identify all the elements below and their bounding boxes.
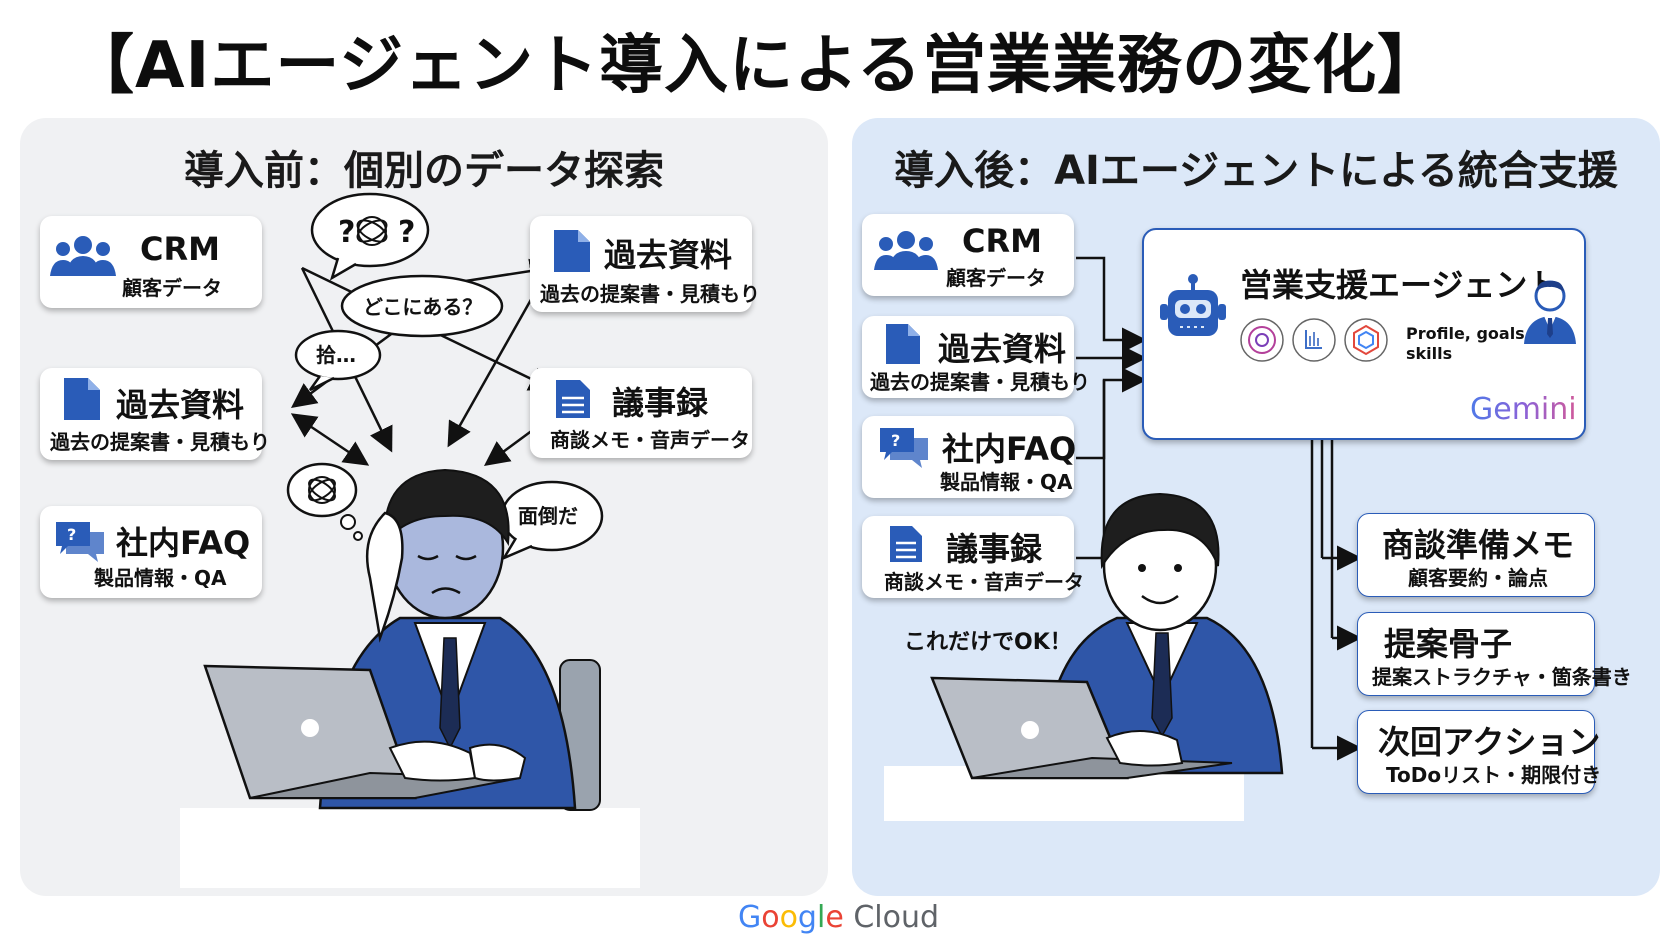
svg-text:?: ? — [338, 215, 355, 250]
question-bubble: ? ? — [310, 192, 430, 281]
stressed-person-illustration — [180, 468, 640, 888]
card-title: 商談準備メモ — [1382, 526, 1575, 564]
svg-text:拾…: 拾… — [316, 343, 356, 367]
sales-agent-box[interactable]: 営業支援エージェント Profile, goals, skills Gemini — [1142, 228, 1586, 440]
card-sub: 顧客データ — [122, 276, 222, 300]
card-title: 議事録 — [612, 384, 709, 422]
after-card-crm[interactable]: CRM 顧客データ — [862, 214, 1074, 296]
before-card-past-docs-right[interactable]: 過去資料 過去の提案書・見積もり — [530, 216, 760, 312]
tool-icon-1 — [1240, 318, 1284, 362]
agent-tool-icons — [1240, 318, 1388, 362]
card-sub: 過去の提案書・見積もり — [540, 282, 760, 306]
users-icon — [874, 231, 938, 270]
minutes-document-icon — [556, 380, 590, 418]
main-title: 【AIエージェント導入による営業業務の変化】 — [70, 29, 1443, 103]
google-wordmark: Google — [737, 900, 844, 935]
document-icon — [886, 324, 920, 364]
card-title: 過去資料 — [938, 330, 1067, 368]
card-title: 過去資料 — [116, 386, 245, 424]
svg-text:?: ? — [67, 525, 76, 544]
card-title: CRM — [962, 222, 1042, 260]
faq-chat-icon: ? — [880, 428, 928, 468]
card-sub: 過去の提案書・見積もり — [870, 370, 1090, 394]
document-icon — [554, 230, 590, 272]
after-card-faq[interactable]: ? 社内FAQ 製品情報・QA — [862, 416, 1077, 498]
thought-bubble — [286, 462, 363, 541]
google-cloud-logo: Google Cloud — [0, 900, 1677, 935]
card-title: CRM — [140, 230, 220, 268]
before-card-past-docs-left[interactable]: 過去資料 過去の提案書・見積もり — [40, 368, 270, 460]
svg-text:どこにある？: どこにある？ — [363, 295, 482, 319]
hiro-bubble: 拾… — [294, 329, 382, 392]
card-title: 過去資料 — [604, 236, 733, 274]
after-card-minutes[interactable]: 議事録 商談メモ・音声データ — [862, 516, 1084, 598]
card-sub: 製品情報・QA — [940, 470, 1073, 494]
before-card-faq[interactable]: ? 社内FAQ 製品情報・QA — [40, 506, 262, 598]
where-bubble: どこにある？ — [340, 274, 504, 338]
panel-before-title: 導入前：個別のデータ探索 — [184, 148, 664, 194]
output-card-proposal-outline[interactable]: 提案骨子 提案ストラクチャ・箇条書き — [1357, 612, 1632, 696]
agent-profile-text: Profile, goals, skills — [1406, 324, 1531, 363]
happy-person-illustration — [884, 492, 1284, 821]
card-sub: 顧客要約・論点 — [1408, 566, 1548, 590]
card-sub: 過去の提案書・見積もり — [50, 430, 270, 454]
card-title: 社内FAQ — [116, 524, 251, 562]
card-sub: 顧客データ — [946, 266, 1046, 290]
minutes-document-icon — [890, 526, 922, 562]
card-sub: 製品情報・QA — [94, 566, 227, 590]
before-illustration: ? ? どこにある？ 拾… 面倒だ — [180, 192, 640, 888]
after-card-past-docs[interactable]: 過去資料 過去の提案書・見積もり — [862, 316, 1090, 398]
users-icon — [50, 236, 116, 276]
card-sub: 商談メモ・音声データ — [550, 428, 750, 452]
output-connectors — [1310, 438, 1362, 761]
document-icon — [64, 378, 100, 420]
card-title: 社内FAQ — [942, 430, 1077, 468]
svg-text:?: ? — [891, 431, 900, 450]
svg-text:面倒だ: 面倒だ — [518, 504, 578, 528]
before-card-minutes[interactable]: 議事録 商談メモ・音声データ — [530, 368, 752, 458]
ok-caption: これだけでOK！ — [904, 630, 1072, 655]
before-card-crm[interactable]: CRM 顧客データ — [40, 216, 262, 308]
business-person-icon — [1524, 280, 1576, 344]
card-title: 提案骨子 — [1384, 625, 1513, 663]
svg-text:?: ? — [398, 215, 415, 250]
card-title: 次回アクション — [1378, 723, 1601, 761]
after-illustration — [884, 256, 1362, 821]
tool-icon-2 — [1292, 318, 1336, 362]
agent-title: 営業支援エージェント — [1240, 266, 1560, 304]
robot-icon — [1160, 274, 1226, 336]
tool-icon-3 — [1344, 318, 1388, 362]
output-card-next-action[interactable]: 次回アクション ToDoリスト・期限付き — [1357, 710, 1601, 794]
card-sub: 商談メモ・音声データ — [884, 570, 1084, 594]
gemini-logo: Gemini — [1470, 392, 1577, 427]
mendou-bubble: 面倒だ — [500, 480, 604, 561]
card-sub: 提案ストラクチャ・箇条書き — [1372, 665, 1632, 689]
panel-after-title: 導入後：AIエージェントによる統合支援 — [894, 148, 1618, 194]
card-sub: ToDoリスト・期限付き — [1386, 763, 1602, 787]
output-card-meeting-prep[interactable]: 商談準備メモ 顧客要約・論点 — [1357, 513, 1595, 597]
panel-before: 導入前：個別のデータ探索 ? ? — [20, 118, 828, 896]
panel-after: 導入後：AIエージェントによる統合支援 — [852, 118, 1660, 896]
cloud-wordmark: Cloud — [853, 900, 940, 935]
faq-chat-icon: ? — [56, 522, 104, 562]
card-title: 議事録 — [946, 530, 1043, 568]
